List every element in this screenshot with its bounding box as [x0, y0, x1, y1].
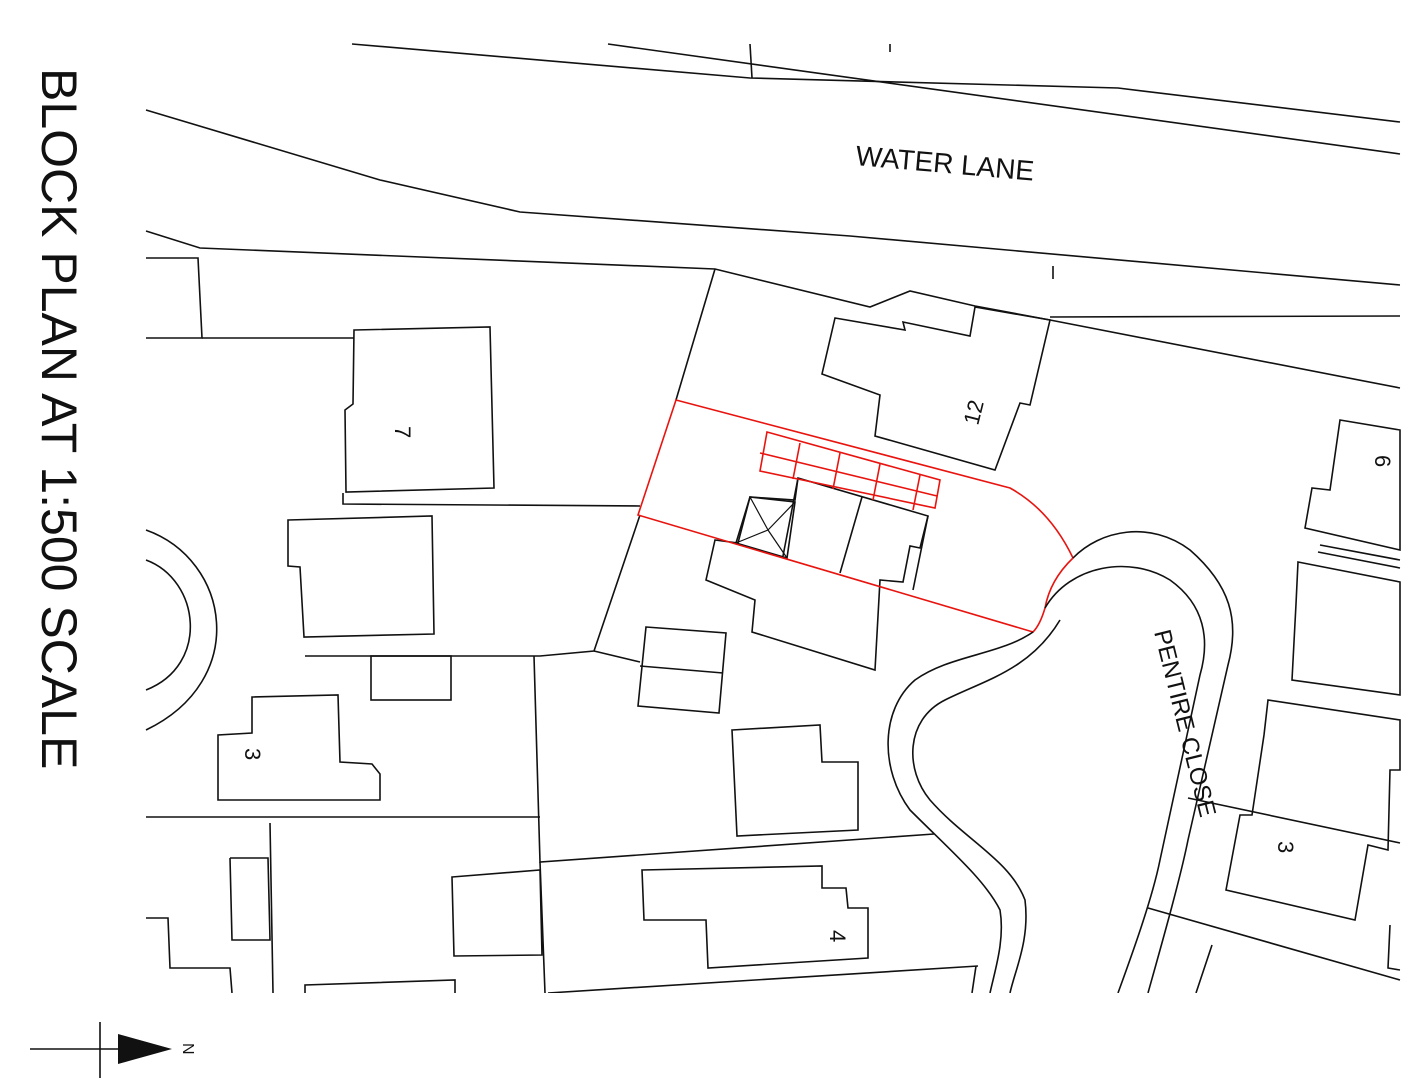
west-cul-de-sac-outer [145, 529, 218, 731]
house-7 [344, 326, 495, 493]
north-label: N [179, 1043, 196, 1055]
north-arrow-head-icon [118, 1034, 172, 1064]
pentire-close-road [887, 530, 1234, 993]
house-4 [641, 865, 869, 969]
house-east-middle [1291, 561, 1401, 696]
north-arrow: N [30, 1022, 196, 1078]
site-boundary [636, 399, 1074, 633]
house-3-east [1225, 699, 1401, 921]
house-3-west-label: 3 [240, 748, 265, 760]
garage-west [370, 655, 452, 701]
plot-boundaries [146, 257, 979, 993]
house-4-label: 4 [825, 930, 850, 942]
outbuilding-south [451, 869, 543, 957]
house-6-label: 6 [1370, 455, 1395, 467]
water-lane-label: WATER LANE [854, 140, 1035, 186]
water-lane-road [145, 43, 1401, 389]
plan-title: BLOCK PLAN AT 1:500 SCALE [31, 68, 87, 769]
pentire-close-label: PENTIRE CLOSE [1148, 627, 1221, 820]
site-house [705, 476, 929, 672]
west-cul-de-sac-inner [145, 559, 192, 691]
house-12-label: 12 [959, 397, 989, 427]
house-6 [1304, 419, 1401, 552]
house-3-east-label: 3 [1273, 841, 1298, 853]
house-central-south [731, 724, 859, 837]
outbuilding-central [637, 626, 727, 714]
outbuilding-southwest [229, 857, 271, 941]
house-west-middle [287, 515, 435, 638]
house-3-west [217, 694, 381, 801]
proposed-extension [759, 430, 941, 511]
house-7-label: 7 [390, 426, 415, 438]
house-12 [821, 306, 1051, 471]
